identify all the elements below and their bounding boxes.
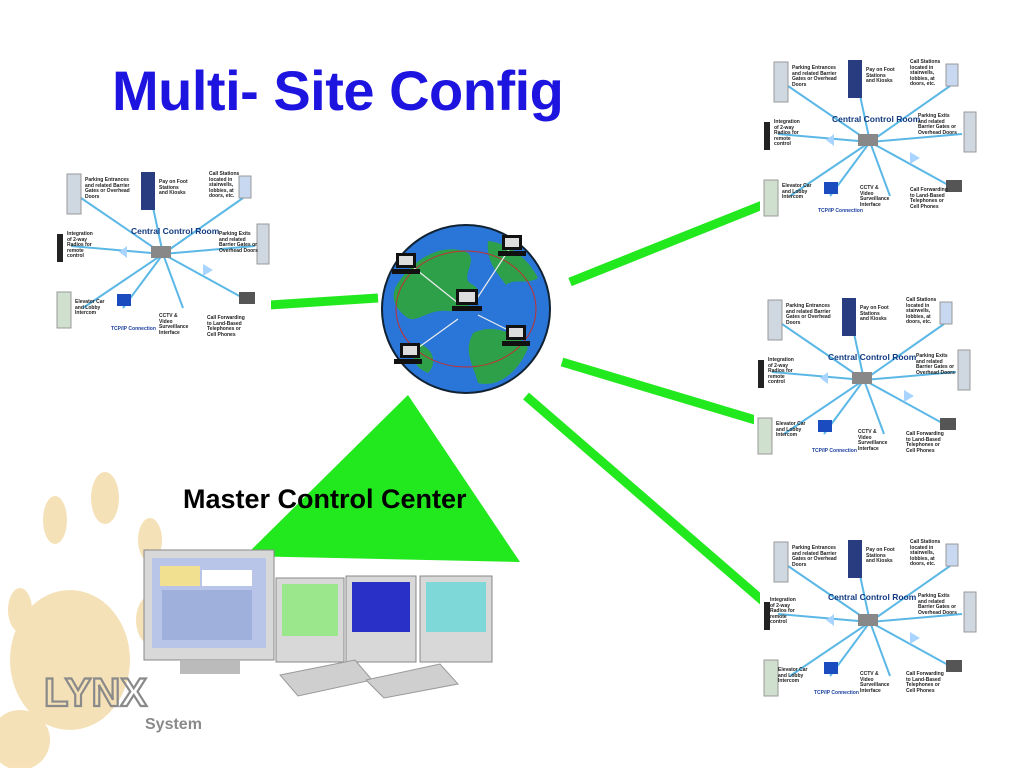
label-tcpip: TCP/IP Connection	[812, 448, 857, 454]
label-pay-on-foot: Pay on Foot Stations and Kiosks	[866, 547, 895, 565]
label-call-forwarding: Call Forwarding to Land-Based Telephones…	[910, 187, 948, 210]
label-elevator-intercom: Elevator Car and Lobby Intercom	[782, 183, 812, 201]
logo-system-text: System	[145, 716, 202, 733]
label-radio-integration: Integration of 2-way Radios for remote c…	[774, 119, 800, 148]
network-globe	[381, 224, 551, 394]
label-call-stations: Call Stations located in stairwells, lob…	[910, 539, 941, 568]
label-radio-integration: Integration of 2-way Radios for remote c…	[768, 357, 794, 386]
master-control-workstations	[143, 549, 493, 699]
svg-text:LYNX: LYNX	[44, 671, 147, 715]
label-pay-on-foot: Pay on Foot Stations and Kiosks	[866, 67, 895, 85]
label-call-stations: Call Stations located in stairwells, lob…	[910, 59, 941, 88]
label-elevator-intercom: Elevator Car and Lobby Intercom	[776, 421, 806, 439]
label-pay-on-foot: Pay on Foot Stations and Kiosks	[159, 179, 188, 197]
lynx-logo: LYNX	[44, 670, 148, 716]
label-central-control-room: Central Control Room	[832, 114, 921, 124]
label-cctv: CCTV & Video Surveillance Interface	[858, 429, 888, 452]
master-link-triangle	[245, 395, 520, 562]
label-elevator-intercom: Elevator Car and Lobby Intercom	[75, 299, 105, 317]
site-diagram-mid-right: Parking Entrances and related Barrier Ga…	[754, 294, 972, 462]
label-parking-exits: Parking Exits and related Barrier Gates …	[219, 231, 258, 254]
master-control-center-label: Master Control Center	[183, 484, 467, 514]
label-parking-entrances: Parking Entrances and related Barrier Ga…	[786, 303, 831, 326]
label-parking-exits: Parking Exits and related Barrier Gates …	[916, 353, 955, 376]
label-call-stations: Call Stations located in stairwells, lob…	[209, 171, 240, 200]
label-cctv: CCTV & Video Surveillance Interface	[860, 671, 890, 694]
label-parking-entrances: Parking Entrances and related Barrier Ga…	[792, 65, 837, 88]
label-cctv: CCTV & Video Surveillance Interface	[860, 185, 890, 208]
label-call-forwarding: Call Forwarding to Land-Based Telephones…	[906, 431, 944, 454]
label-parking-exits: Parking Exits and related Barrier Gates …	[918, 113, 957, 136]
label-parking-entrances: Parking Entrances and related Barrier Ga…	[85, 177, 130, 200]
label-tcpip: TCP/IP Connection	[818, 208, 863, 214]
label-parking-entrances: Parking Entrances and related Barrier Ga…	[792, 545, 837, 568]
label-call-stations: Call Stations located in stairwells, lob…	[906, 297, 937, 326]
label-tcpip: TCP/IP Connection	[814, 690, 859, 696]
label-central-control-room: Central Control Room	[828, 352, 917, 362]
label-pay-on-foot: Pay on Foot Stations and Kiosks	[860, 305, 889, 323]
page-title: Multi- Site Config	[112, 59, 564, 122]
label-central-control-room: Central Control Room	[828, 592, 917, 602]
label-radio-integration: Integration of 2-way Radios for remote c…	[67, 231, 93, 260]
label-elevator-intercom: Elevator Car and Lobby Intercom	[778, 667, 808, 685]
label-tcpip: TCP/IP Connection	[111, 326, 156, 332]
label-call-forwarding: Call Forwarding to Land-Based Telephones…	[207, 315, 245, 338]
label-central-control-room: Central Control Room	[131, 226, 220, 236]
site-diagram-bottom-right: Parking Entrances and related Barrier Ga…	[760, 536, 978, 704]
label-call-forwarding: Call Forwarding to Land-Based Telephones…	[906, 671, 944, 694]
label-parking-exits: Parking Exits and related Barrier Gates …	[918, 593, 957, 616]
label-cctv: CCTV & Video Surveillance Interface	[159, 313, 189, 336]
site-diagram-top-right: Parking Entrances and related Barrier Ga…	[760, 56, 978, 224]
site-diagram-left: Parking Entrances and related Barrier Ga…	[53, 168, 271, 338]
label-radio-integration: Integration of 2-way Radios for remote c…	[770, 597, 796, 626]
